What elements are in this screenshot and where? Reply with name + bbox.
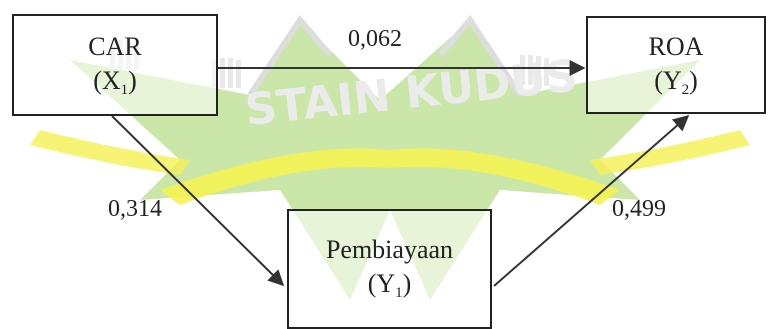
- arrow-car-to-pembiayaan: [111, 115, 285, 287]
- node-pembiayaan-variable: (Y1): [367, 269, 412, 301]
- node-car-label: CAR: [88, 32, 142, 61]
- node-pembiayaan-label: Pembiayaan: [325, 235, 454, 264]
- node-car-variable: (X1): [93, 66, 137, 98]
- node-roa: ROA (Y2): [586, 16, 766, 114]
- coefficient-pembiayaan-roa: 0,499: [612, 196, 666, 222]
- coefficient-car-pembiayaan: 0,314: [108, 196, 162, 222]
- node-car: CAR (X1): [12, 14, 218, 116]
- node-pembiayaan: Pembiayaan (Y1): [287, 209, 492, 329]
- coefficient-car-roa: 0,062: [348, 26, 402, 52]
- node-roa-label: ROA: [648, 32, 704, 61]
- node-roa-variable: (Y2): [654, 66, 698, 98]
- arrow-pembiayaan-to-roa: [493, 114, 690, 287]
